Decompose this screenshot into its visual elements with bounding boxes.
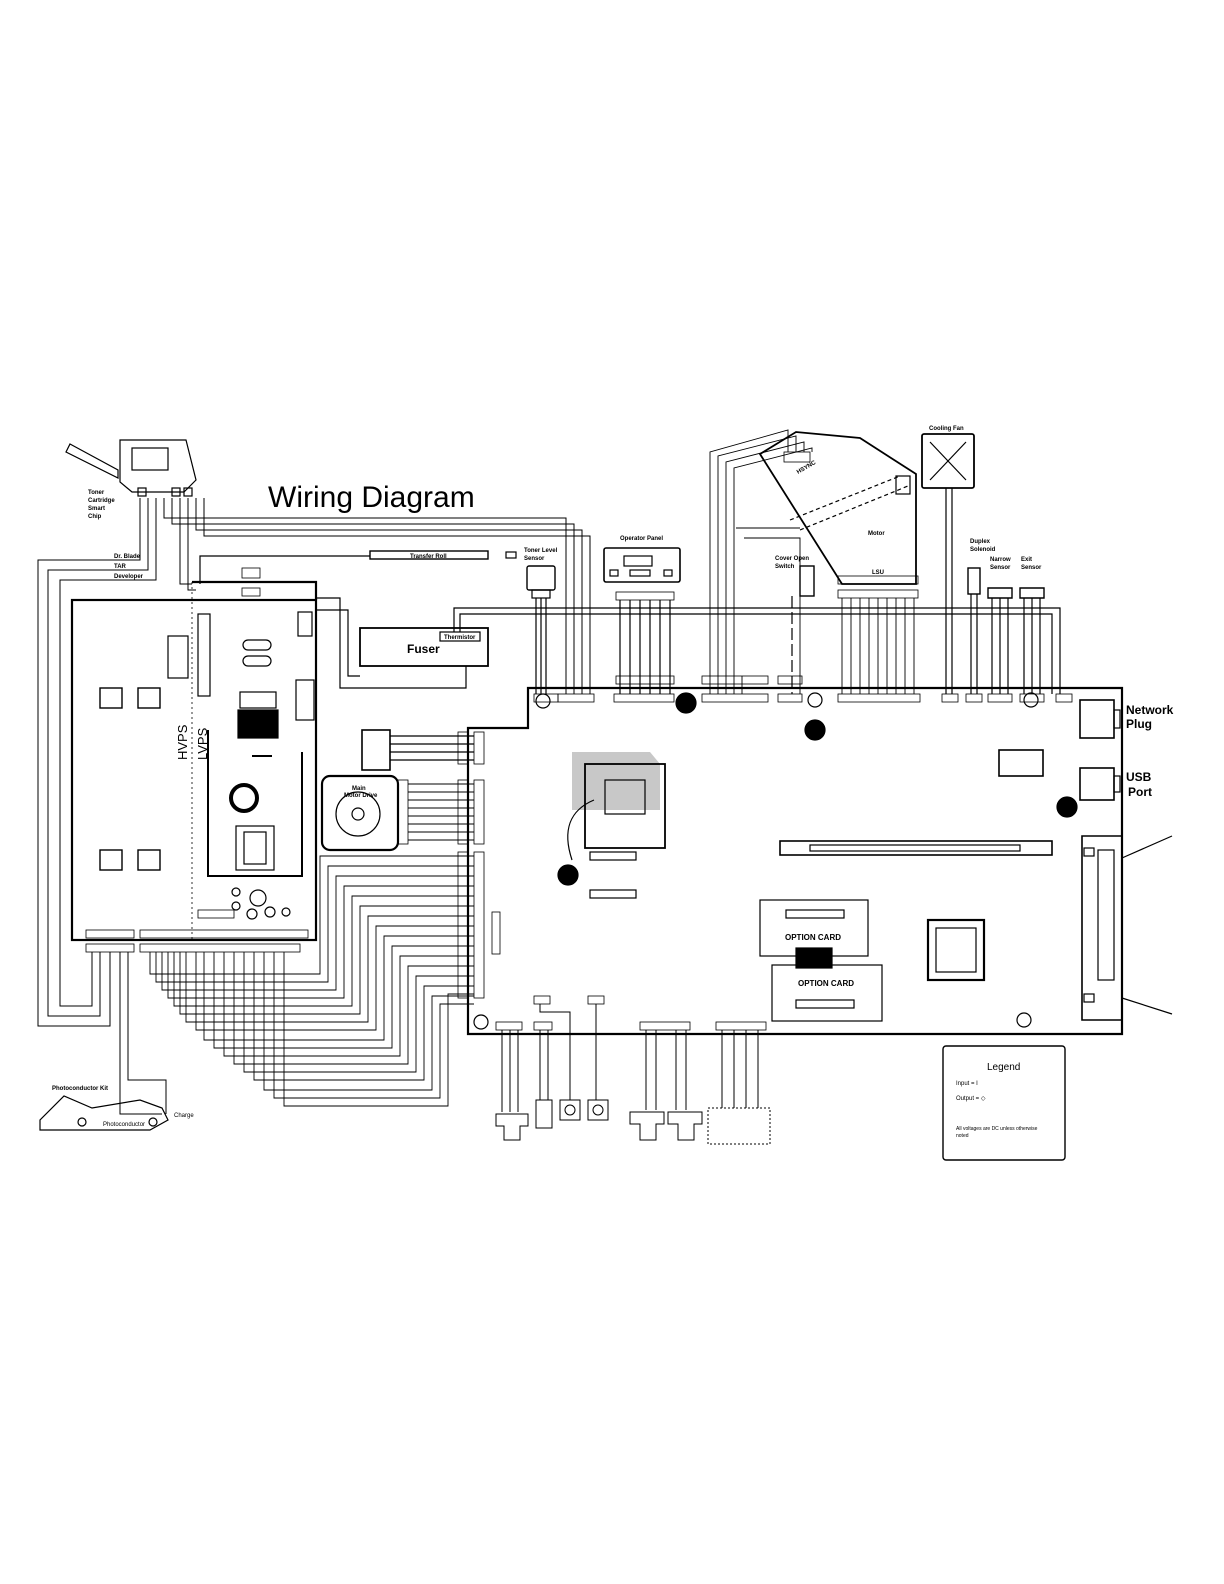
parallel-port-connector: [1081, 835, 1173, 1021]
label-toner-level-2: Sensor: [524, 556, 545, 562]
label-cover-open-1: Cover Open: [775, 556, 809, 562]
cover-open-switch: [799, 565, 815, 597]
exit-sensor: [1019, 587, 1045, 599]
memory-slot: [779, 840, 1053, 856]
label-photoconductor-kit: Photoconductor Kit: [52, 1086, 108, 1092]
label-cooling-fan: Cooling Fan: [929, 426, 964, 432]
label-lvps: LVPS: [195, 727, 210, 760]
label-duplex-1: Duplex: [970, 539, 991, 545]
label-toner-chip-4: Chip: [88, 514, 102, 520]
controller-board: [466, 686, 1124, 1036]
duplex-solenoid: [967, 567, 981, 595]
fuser: [359, 627, 489, 667]
label-photoconductor: Photoconductor: [103, 1122, 145, 1128]
hsync-harness: [701, 429, 813, 694]
label-hvps: HVPS: [175, 724, 190, 760]
toner-cartridge: [65, 439, 197, 497]
label-narrow-1: Narrow: [990, 557, 1011, 563]
power-supply-board: [70, 598, 318, 942]
operator-panel: [603, 547, 681, 583]
label-duplex-2: Solenoid: [970, 547, 996, 553]
cartridge-harness: [37, 498, 196, 1115]
label-exit-2: Sensor: [1021, 565, 1042, 571]
photoconductor-kit: [39, 1095, 169, 1131]
label-charge: Charge: [174, 1113, 194, 1119]
cpu-chip: [926, 918, 986, 982]
label-developer: Developer: [114, 574, 144, 580]
legend-title: Legend: [987, 1062, 1020, 1073]
page-title: Wiring Diagram: [268, 481, 475, 514]
network-plug-jack: [1079, 699, 1115, 739]
psu-board-harness: [149, 851, 474, 1107]
label-cover-open-2: Switch: [775, 564, 795, 570]
option-card-2: [771, 964, 883, 1022]
transfer-roll: [369, 550, 489, 560]
label-tar: TAR: [114, 564, 127, 570]
usb-port-jack: [1079, 767, 1115, 801]
label-toner-chip-3: Smart: [88, 506, 105, 512]
label-exit-1: Exit: [1021, 557, 1032, 563]
legend-input: Input = I: [956, 1081, 978, 1087]
label-operator-panel: Operator Panel: [620, 536, 663, 542]
board-left-connectors: [473, 731, 501, 999]
label-narrow-2: Sensor: [990, 565, 1011, 571]
label-network-1: Network: [1126, 703, 1174, 717]
daughter-card: [584, 763, 666, 849]
label-thermistor: Thermistor: [444, 635, 476, 641]
label-toner-level-1: Toner Level: [524, 548, 558, 554]
label-motor: Motor: [868, 531, 885, 537]
label-lsu: LSU: [872, 570, 884, 576]
label-network-2: Plug: [1126, 717, 1152, 731]
heatsinks: [99, 687, 161, 871]
label-main-motor-2: Motor Drive: [344, 793, 378, 799]
label-toner-chip-1: Toner: [88, 490, 105, 496]
board-bottom-connectors: [495, 995, 767, 1031]
label-option-card-2: OPTION CARD: [798, 979, 854, 988]
motor-drive-wires: [408, 779, 474, 845]
label-option-card-1: OPTION CARD: [785, 933, 841, 942]
legend-box: [942, 1045, 1066, 1161]
label-fuser: Fuser: [407, 642, 440, 656]
label-usb-2: Port: [1128, 785, 1152, 799]
label-dr-blade: Dr. Blade: [114, 554, 141, 560]
cooling-fan: [921, 433, 975, 489]
legend-output: Output = ◇: [956, 1096, 986, 1102]
label-usb-1: USB: [1126, 770, 1152, 784]
bottom-peripherals: [495, 1004, 771, 1145]
legend-note-1: All voltages are DC unless otherwise: [956, 1126, 1038, 1132]
label-toner-chip-2: Cartridge: [88, 498, 115, 504]
board-top-connectors: [533, 693, 1073, 703]
legend-note-2: noted: [956, 1133, 969, 1139]
label-transfer-roll: Transfer Roll: [410, 554, 447, 560]
narrow-sensor: [987, 587, 1013, 599]
toner-level-sensor: [526, 565, 556, 591]
screw-holes: [473, 692, 1078, 1030]
label-main-motor-1: Main: [352, 786, 366, 792]
cartridge-board-wires: [163, 498, 591, 694]
